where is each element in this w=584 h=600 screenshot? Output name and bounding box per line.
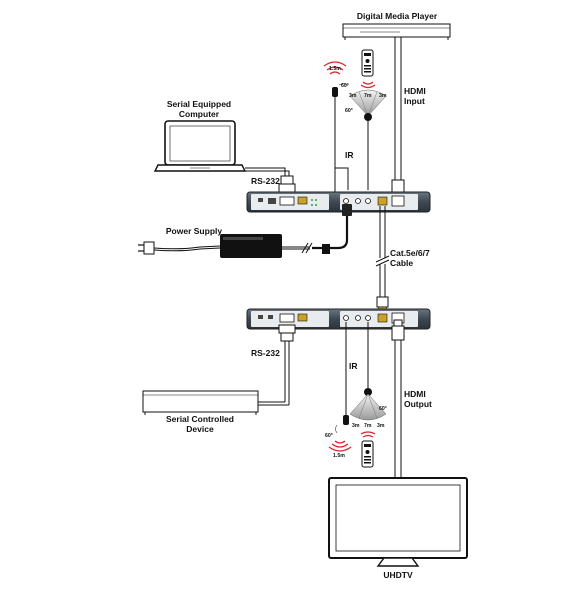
ir-emitter-bottom-right-range: 3m	[377, 423, 385, 429]
serial-computer-label-2: Computer	[179, 109, 220, 119]
cat-cable	[375, 206, 390, 315]
ir-signal-top-icon	[360, 81, 376, 89]
ir-cables-bottom	[345, 322, 369, 415]
digital-media-player-label: Digital Media Player	[357, 11, 438, 21]
hdmi-output-cable	[391, 319, 405, 478]
serial-device-label-2: Device	[186, 424, 214, 434]
rs232-cable-top	[245, 167, 296, 193]
uhdtv-label: UHDTV	[383, 570, 413, 580]
power-supply-label: Power Supply	[166, 226, 222, 236]
hdbaset-receiver	[246, 308, 431, 330]
ir-emitter-top-fan	[349, 89, 387, 190]
hdmi-output-label: HDMI	[404, 389, 426, 399]
rs232-bottom-label: RS-232	[251, 348, 280, 358]
ir-emitter-top-right-range: 3m	[379, 93, 387, 99]
ir-receiver-bottom-angle: 60°	[325, 433, 333, 439]
ir-emitter-bottom-fan	[349, 388, 387, 421]
ir-receiver-bottom-range: 1.5m	[333, 453, 345, 459]
hdbaset-transmitter	[246, 191, 431, 213]
ir-emitter-bottom-center-range: 7m	[364, 423, 372, 429]
ir-receiver-top-range: 1.5m	[329, 66, 341, 72]
hdmi-input-label: HDMI	[404, 86, 426, 96]
rs232-cable-bottom	[258, 324, 296, 406]
ir-emitter-bottom-left-range: 3m	[352, 423, 360, 429]
ir-emitter-top-center-range: 7m	[364, 93, 372, 99]
hdmi-input-cable	[391, 37, 405, 201]
serial-controlled-device	[142, 390, 259, 415]
laptop-icon	[153, 120, 247, 172]
hdmi-input-label-2: Input	[404, 96, 425, 106]
ir-emitter-top-angle: 60°	[345, 108, 353, 114]
serial-computer-label: Serial Equipped	[167, 99, 231, 109]
serial-device-label: Serial Controlled	[166, 414, 234, 424]
ir-receiver-top-angle: 60°	[341, 83, 349, 89]
hdmi-output-label-2: Output	[404, 399, 432, 409]
uhdtv-icon	[328, 477, 468, 567]
ir-receiver-bottom	[328, 415, 352, 452]
ir-emitter-bottom-angle: 60°	[379, 406, 387, 412]
ir-top-label: IR	[345, 150, 354, 160]
ir-receiver-top	[323, 61, 349, 198]
cat-cable-label-2: Cable	[390, 258, 413, 268]
remote-control-bottom-icon	[361, 440, 374, 468]
cat-cable-label: Cat.5e/6/7	[390, 248, 430, 258]
digital-media-player: Digital Media Player	[342, 11, 451, 40]
rs232-top-label: RS-232	[251, 176, 280, 186]
ir-signal-bottom-icon	[360, 431, 376, 438]
ir-bottom-label: IR	[349, 361, 358, 371]
remote-control-top-icon	[361, 49, 374, 77]
power-supply-icon	[138, 204, 352, 258]
ir-emitter-top-left-range: 3m	[349, 93, 357, 99]
